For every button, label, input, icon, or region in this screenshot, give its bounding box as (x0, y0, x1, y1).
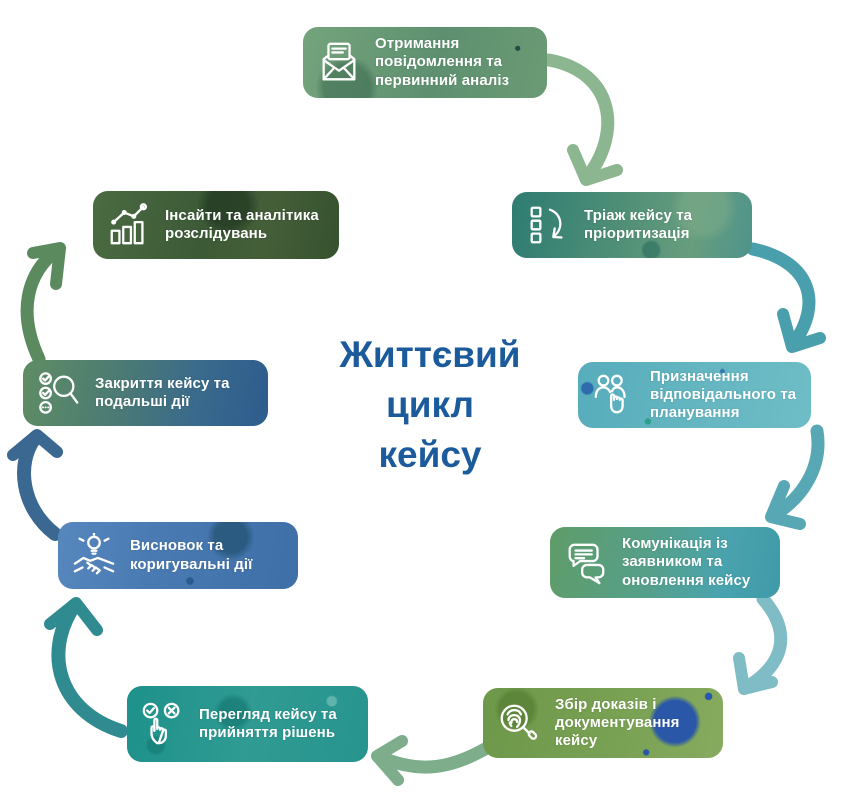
step-label: Призначення відповідального та плануванн… (650, 367, 797, 422)
step-conclusion-actions: Висновок та коригувальні дії (58, 522, 298, 589)
step-label: Перегляд кейсу та прийняття рішень (199, 705, 337, 741)
step-assign-plan: Призначення відповідального та плануванн… (578, 362, 811, 428)
arrow-step5-step6 (371, 735, 492, 786)
title-line-3: кейсу (378, 433, 482, 475)
step-receive-report: Отримання повідомлення та первинний анал… (303, 27, 547, 98)
envelope-icon (316, 40, 362, 86)
triage-list-icon (525, 202, 571, 248)
assign-user-icon (591, 372, 637, 418)
title-line-1: Життєвий (339, 334, 521, 375)
step-communicate-update: Комунікація із заявником та оновлення ке… (550, 527, 780, 598)
step-insights-analytics: Інсайти та аналітика розслідувань (93, 191, 339, 259)
step-label: Інсайти та аналітика розслідувань (165, 206, 319, 242)
diagram-title: Життєвий цикл кейсу (298, 330, 562, 480)
closure-search-icon (36, 370, 82, 416)
step-label: Комунікація із заявником та оновлення ке… (622, 535, 751, 589)
step-label: Збір доказів і документування кейсу (555, 695, 680, 750)
step-close-followup: Закриття кейсу та подальші дії (23, 360, 268, 426)
chat-bubbles-icon (563, 540, 609, 586)
arrow-step3-step4 (765, 424, 825, 530)
arrow-step8-step9 (20, 242, 66, 366)
decision-hand-icon (140, 701, 186, 747)
step-triage-prioritize: Тріаж кейсу та пріоритизація (512, 192, 752, 258)
arrow-step7-step8 (7, 429, 63, 541)
step-label: Закриття кейсу та подальші дії (95, 374, 230, 410)
arrow-step1-step2 (542, 53, 623, 186)
arrow-step4-step5 (733, 592, 788, 695)
fingerprint-search-icon (496, 700, 542, 746)
insights-chart-icon (106, 202, 152, 248)
handshake-idea-icon (71, 532, 117, 579)
arrow-step6-step7 (44, 597, 128, 738)
arrow-step2-step3 (746, 242, 826, 353)
step-collect-evidence: Збір доказів і документування кейсу (483, 688, 723, 758)
step-label: Тріаж кейсу та пріоритизація (584, 206, 693, 242)
step-label: Висновок та коригувальні дії (130, 537, 253, 573)
step-label: Отримання повідомлення та первинний анал… (375, 35, 510, 89)
title-line-2: цикл (386, 383, 474, 425)
step-review-decide: Перегляд кейсу та прийняття рішень (127, 686, 368, 762)
